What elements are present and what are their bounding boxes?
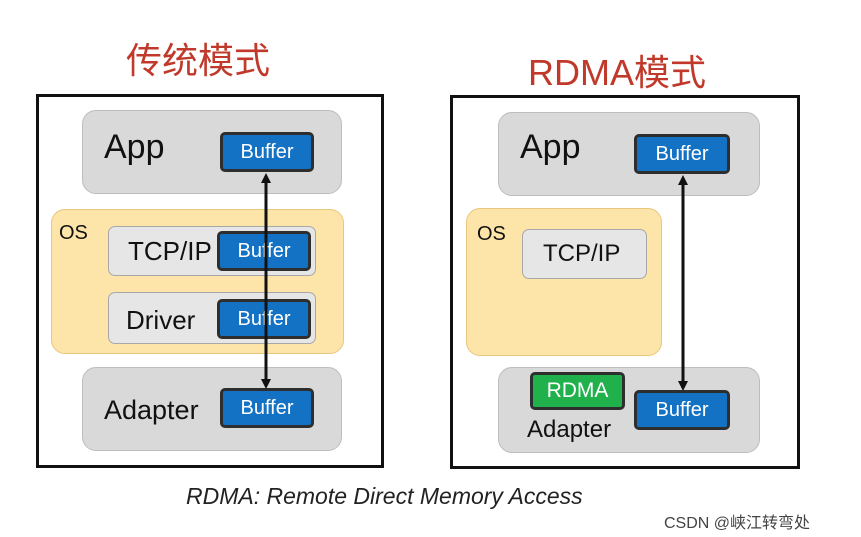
right-adapter-label: Adapter xyxy=(527,416,612,443)
traditional-mode-title: 传统模式 xyxy=(126,40,271,81)
rdma-mode-title: RDMA模式 xyxy=(528,52,706,93)
watermark: CSDN @峡江转弯处 xyxy=(664,515,811,532)
right-app-label: App xyxy=(520,128,581,166)
left-adapter-buffer: Buffer xyxy=(220,388,314,428)
left-app-buffer: Buffer xyxy=(220,132,314,172)
right-adapter-buffer: Buffer xyxy=(634,390,730,430)
left-adapter-label: Adapter xyxy=(104,395,199,425)
rdma-chip: RDMA xyxy=(530,372,625,410)
left-os-label: OS xyxy=(59,222,88,244)
right-tcpip-label: TCP/IP xyxy=(543,240,621,267)
right-app-buffer: Buffer xyxy=(634,134,730,174)
left-tcpip-label: TCP/IP xyxy=(128,236,212,266)
left-app-label: App xyxy=(104,128,165,166)
left-driver-label: Driver xyxy=(126,305,196,335)
caption: RDMA: Remote Direct Memory Access xyxy=(186,483,583,509)
right-tcpip-box xyxy=(522,229,647,279)
right-os-label: OS xyxy=(477,223,506,245)
